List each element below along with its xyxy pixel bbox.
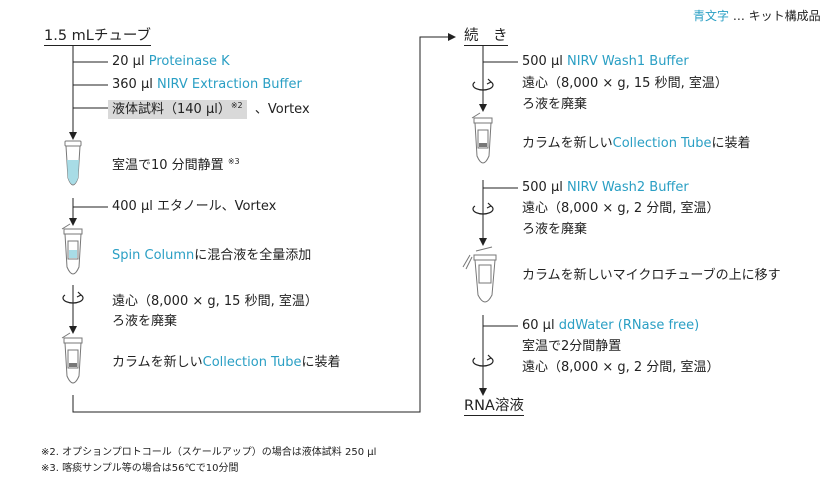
collection-tube-icon xyxy=(61,332,83,384)
step-proteinase-k: 20 µl Proteinase K xyxy=(112,54,230,70)
reagent-name: Proteinase K xyxy=(148,54,230,69)
step-wash1: 500 µl NIRV Wash1 Buffer xyxy=(522,54,689,70)
centrifuge-icon xyxy=(472,354,494,367)
reagent-name: NIRV Wash1 Buffer xyxy=(566,54,689,69)
step-new-collection-tube: カラムを新しいCollection Tubeに装着 xyxy=(522,136,751,152)
step-spin-column: Spin Columnに混合液を全量添加 xyxy=(112,248,311,264)
step-volume: 20 µl xyxy=(112,54,149,69)
step-centrifuge: 遠心（8,000 × g, 2 分間, 室温） xyxy=(522,201,720,216)
step-text: に混合液を全量添加 xyxy=(194,248,312,263)
micro-tube-icon xyxy=(462,246,497,303)
step-micro-tube: カラムを新しいマイクロチューブの上に移す xyxy=(522,268,781,283)
step-wash2: 500 µl NIRV Wash2 Buffer xyxy=(522,180,689,196)
step-text: カラムを新しい xyxy=(522,136,613,151)
step-centrifuge: 遠心（8,000 × g, 15 秒間, 室温） xyxy=(112,294,318,309)
step-text: カラムを新しい xyxy=(112,355,203,370)
right-title: 続 き xyxy=(464,28,508,46)
sample-label: 液体試料（140 µl）※2 xyxy=(108,100,247,119)
centrifuge-icon xyxy=(472,78,494,91)
incubate-text: 室温で10 分間静置 xyxy=(112,158,224,173)
legend-description: … キット構成品 xyxy=(729,9,821,23)
footnote-3: ※3. 喀痰サンプル等の場合は56℃で10分間 xyxy=(41,463,239,474)
step-text: に装着 xyxy=(711,136,751,151)
step-volume: 500 µl xyxy=(522,54,567,69)
step-discard: ろ液を廃棄 xyxy=(522,97,588,112)
step-incubate: 室温で2分間静置 xyxy=(522,339,622,354)
step-discard: ろ液を廃棄 xyxy=(522,222,588,237)
reagent-name: NIRV Extraction Buffer xyxy=(156,77,302,92)
step-ddwater: 60 µl ddWater (RNase free) xyxy=(522,318,699,334)
centrifuge-icon xyxy=(472,202,494,215)
step-volume: 500 µl xyxy=(522,180,567,195)
reagent-name: Collection Tube xyxy=(202,355,302,370)
step-extraction-buffer: 360 µl NIRV Extraction Buffer xyxy=(112,77,302,93)
step-new-collection-tube: カラムを新しいCollection Tubeに装着 xyxy=(112,355,341,371)
vortex-text: 、Vortex xyxy=(254,102,310,117)
step-volume: 60 µl xyxy=(522,318,559,333)
reagent-name: NIRV Wash2 Buffer xyxy=(566,180,689,195)
step-centrifuge: 遠心（8,000 × g, 2 分間, 室温） xyxy=(522,360,720,375)
step-ethanol: 400 µl エタノール、Vortex xyxy=(112,199,277,214)
legend: 青文字 … キット構成品 xyxy=(693,8,821,24)
left-title: 1.5 mLチューブ xyxy=(44,28,152,46)
step-discard: ろ液を廃棄 xyxy=(112,314,178,329)
spin-column-icon xyxy=(61,223,83,275)
step-sample: 液体試料（140 µl）※2 、Vortex xyxy=(108,98,310,119)
reagent-name: ddWater (RNase free) xyxy=(558,318,700,333)
legend-blue-text: 青文字 xyxy=(693,9,730,23)
footnote-ref: ※2 xyxy=(230,101,243,110)
reagent-name: Collection Tube xyxy=(612,136,712,151)
column-connector xyxy=(72,33,456,413)
step-centrifuge: 遠心（8,000 × g, 15 秒間, 室温） xyxy=(522,76,728,91)
sample-text: 液体試料（140 µl） xyxy=(112,102,231,117)
footnote-ref: ※3 xyxy=(227,157,240,166)
centrifuge-icon xyxy=(62,291,84,304)
collection-tube-icon xyxy=(471,112,493,164)
step-incubate: 室温で10 分間静置 ※3 xyxy=(112,154,240,174)
reagent-name: Spin Column xyxy=(112,248,195,263)
footnote-2: ※2. オプションプロトコール（スケールアップ）の場合は液体試料 250 µl xyxy=(41,447,377,458)
step-volume: 360 µl xyxy=(112,77,157,92)
step-text: に装着 xyxy=(301,355,341,370)
sample-tube-icon xyxy=(64,140,82,186)
result-label: RNA溶液 xyxy=(464,398,524,416)
